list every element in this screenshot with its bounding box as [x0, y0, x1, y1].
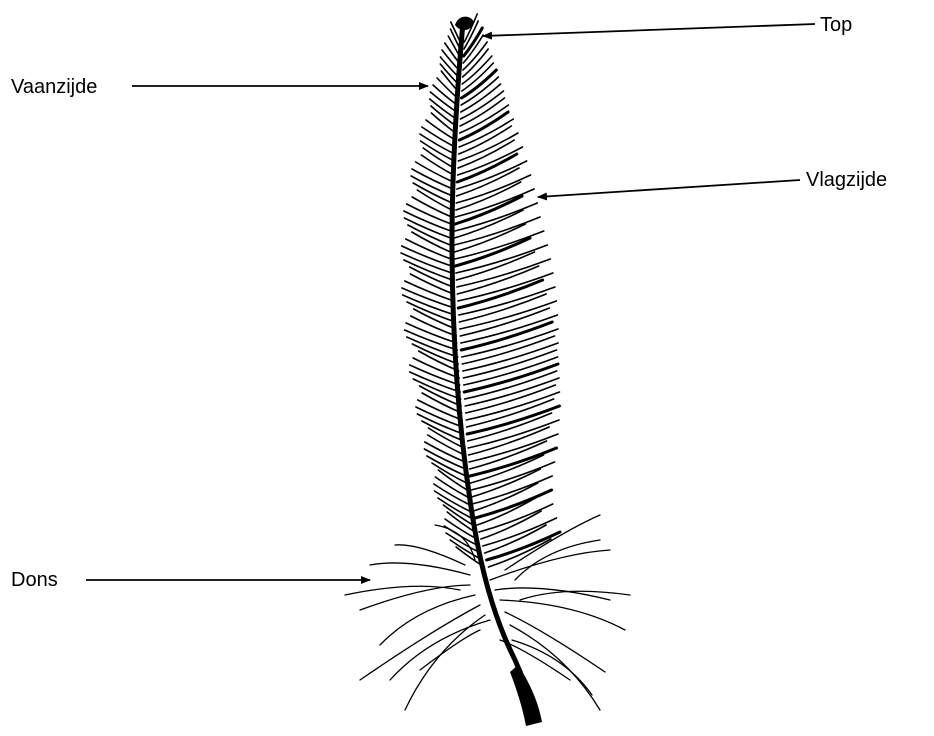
label-vlagzijde: Vlagzijde	[806, 170, 887, 190]
barb-right	[462, 329, 558, 357]
down-strand	[495, 588, 610, 600]
barb-right	[471, 462, 554, 490]
label-dons: Dons	[11, 570, 58, 590]
leader-line-top	[483, 24, 815, 36]
barb-right	[461, 315, 558, 343]
barb-left	[432, 463, 467, 483]
label-top: Top	[820, 15, 852, 35]
down-strand	[380, 595, 475, 645]
down-strand	[370, 563, 470, 575]
down-strand	[360, 605, 480, 680]
barb-right	[469, 434, 558, 462]
vane-barbs-left	[401, 22, 484, 567]
down-strand	[345, 586, 460, 595]
barb-right	[477, 497, 537, 525]
down-strand	[405, 615, 485, 710]
barb-right	[456, 189, 535, 217]
barb-right	[475, 490, 551, 518]
barb-left	[438, 470, 467, 490]
barb-right	[472, 476, 552, 504]
down-strand	[500, 600, 625, 630]
barb-right	[470, 448, 556, 476]
barb-right	[468, 420, 559, 448]
label-vaanzijde: Vaanzijde	[11, 77, 97, 97]
barb-left	[438, 498, 471, 518]
down-strand	[395, 545, 465, 565]
barb-left	[414, 309, 456, 329]
feather-calamus	[510, 665, 542, 726]
leader-line-vlagzijde	[538, 180, 800, 197]
barb-right	[467, 406, 559, 434]
